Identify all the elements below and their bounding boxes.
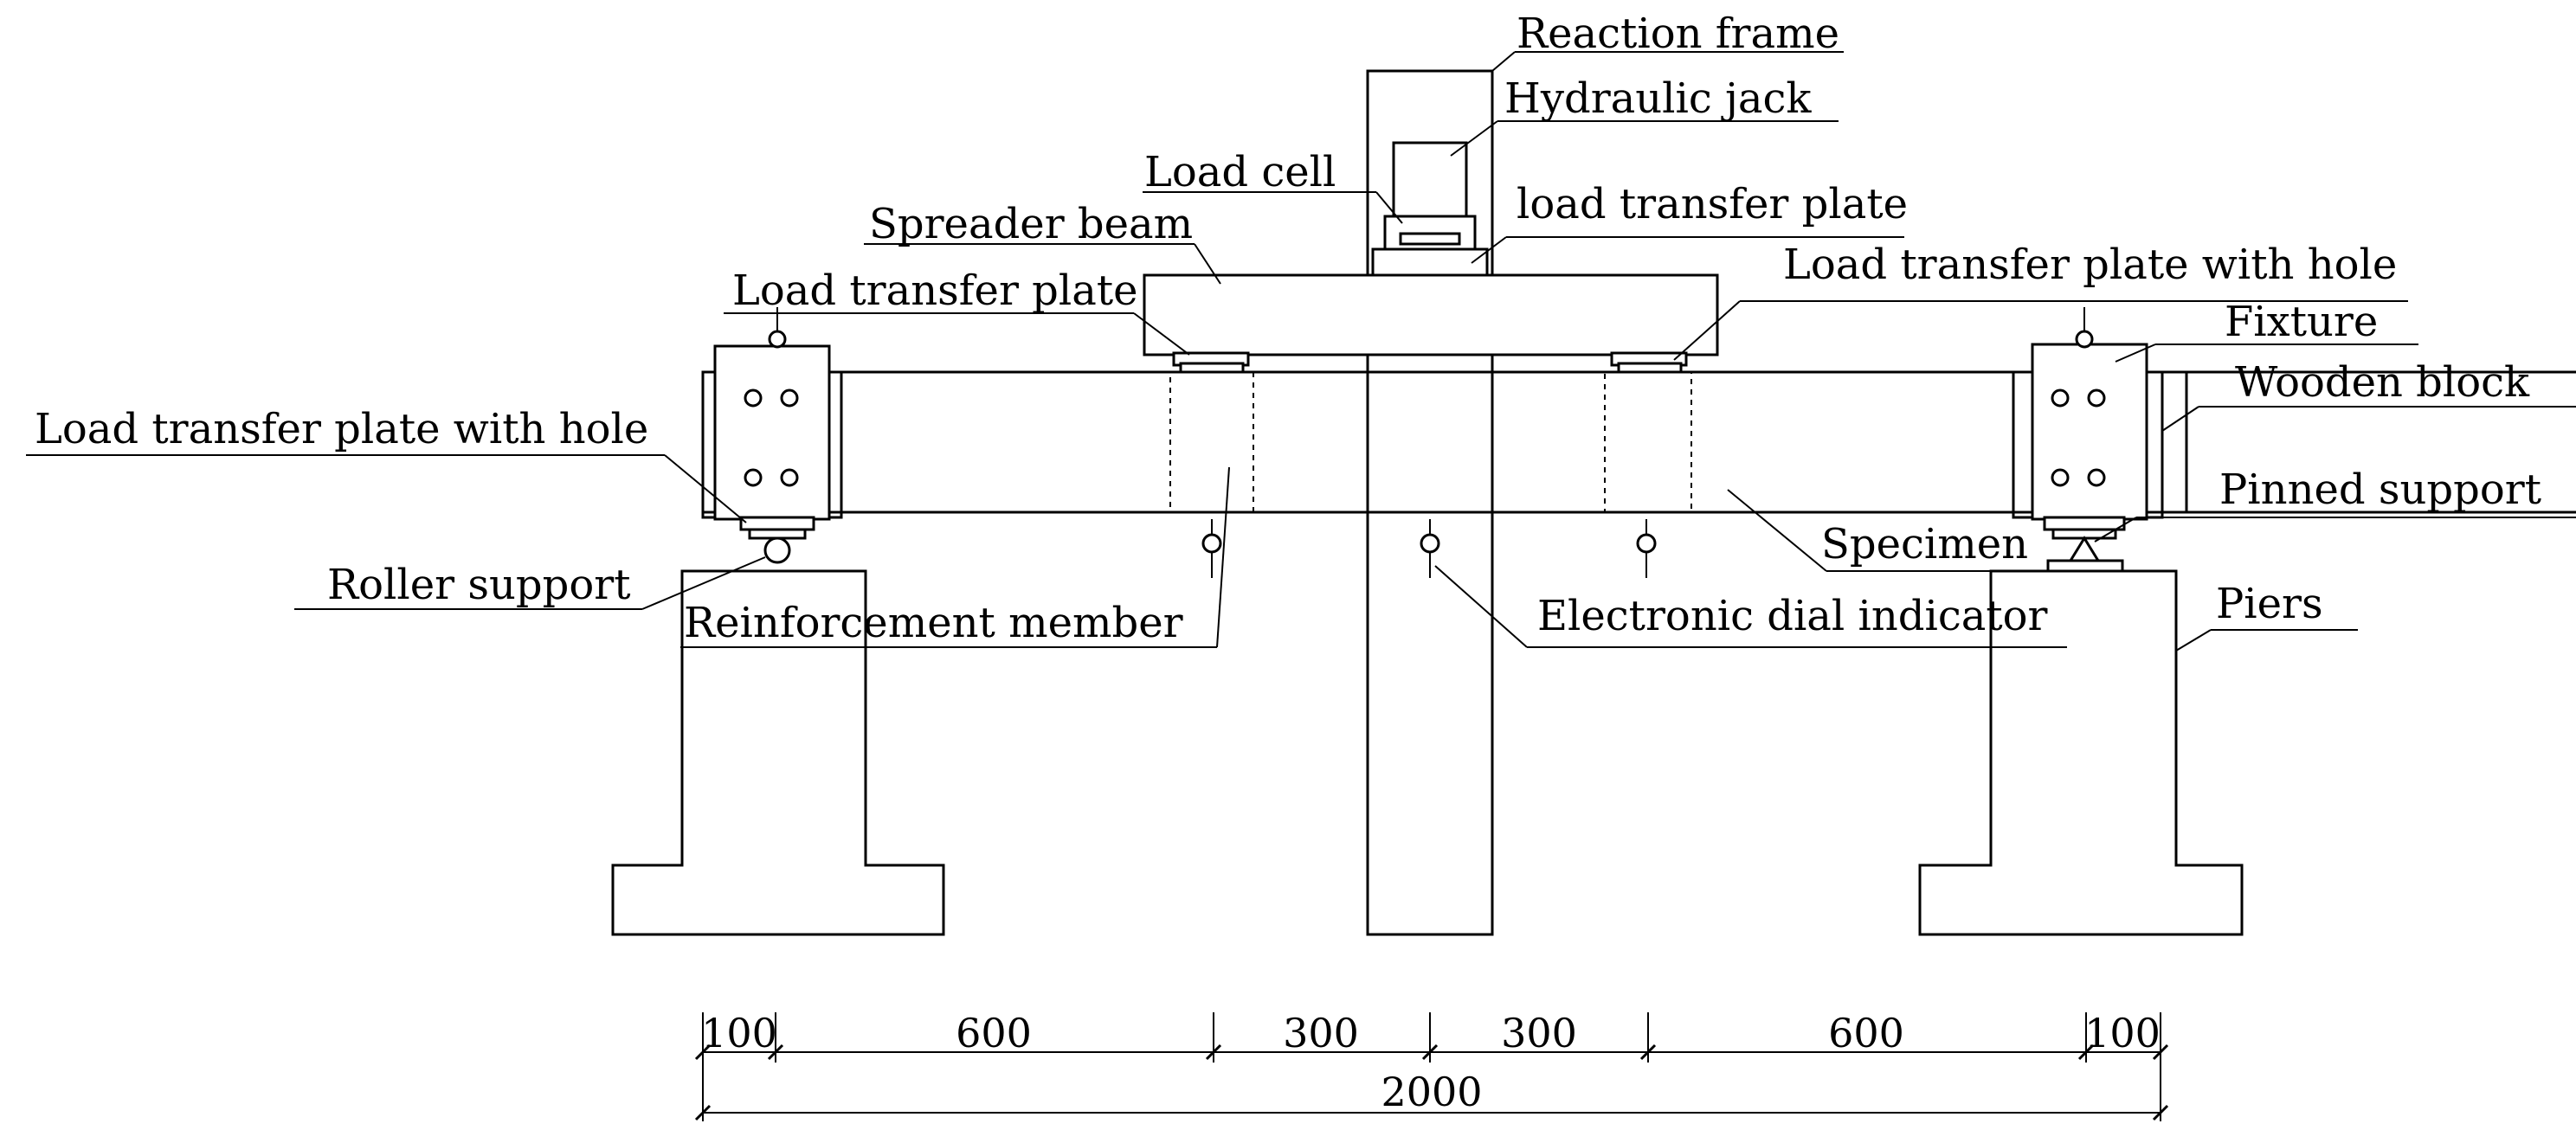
left-fixture [713,344,831,521]
label-specimen: Specimen [1821,520,2028,568]
label-load-transfer-plate-hole-right: Load transfer plate with hole [1783,241,2397,289]
label-pinned-support: Pinned support [2219,465,2541,514]
label-load-transfer-plate-left: Load transfer plate [732,266,1138,315]
dim-segment-5: 600 [1828,1010,1904,1056]
label-electronic-dial-indicator: Electronic dial indicator [1537,592,2048,640]
dial-indicator-left [1201,519,1222,578]
dial-indicator-right [1636,519,1657,578]
label-reaction-frame: Reaction frame [1517,10,1839,58]
top-load-transfer-plate [1371,247,1489,277]
spreader-beam [1143,273,1719,356]
label-roller-support: Roller support [327,561,630,609]
reinforcement-left [1169,371,1254,513]
label-fixture: Fixture [2225,298,2378,346]
right-fixture [2031,343,2148,521]
label-piers: Piers [2216,580,2323,628]
pinned-support [2068,536,2101,562]
dim-segment-6: 100 [2084,1010,2161,1056]
label-load-transfer-plate-hole-left: Load transfer plate with hole [35,405,648,453]
label-wooden-block: Wooden block [2235,358,2530,407]
dial-indicator-middle [1420,519,1440,578]
dim-segment-1: 100 [701,1010,777,1056]
dim-segment-4: 300 [1501,1010,1577,1056]
label-load-cell: Load cell [1144,148,1336,196]
dim-total: 2000 [1381,1069,1482,1115]
specimen-beam [701,370,2188,514]
dimension-lines [694,1012,2169,1121]
right-pier [1918,569,2244,936]
left-pier [611,569,945,936]
roller-support [763,536,791,564]
reinforcement-right [1604,371,1692,513]
label-load-transfer-plate-top: load transfer plate [1517,180,1908,228]
dim-segment-2: 600 [956,1010,1032,1056]
dim-segment-3: 300 [1283,1010,1359,1056]
label-reinforcement-member: Reinforcement member [684,599,1183,647]
label-hydraulic-jack: Hydraulic jack [1504,74,1812,123]
label-spreader-beam: Spreader beam [869,200,1193,248]
